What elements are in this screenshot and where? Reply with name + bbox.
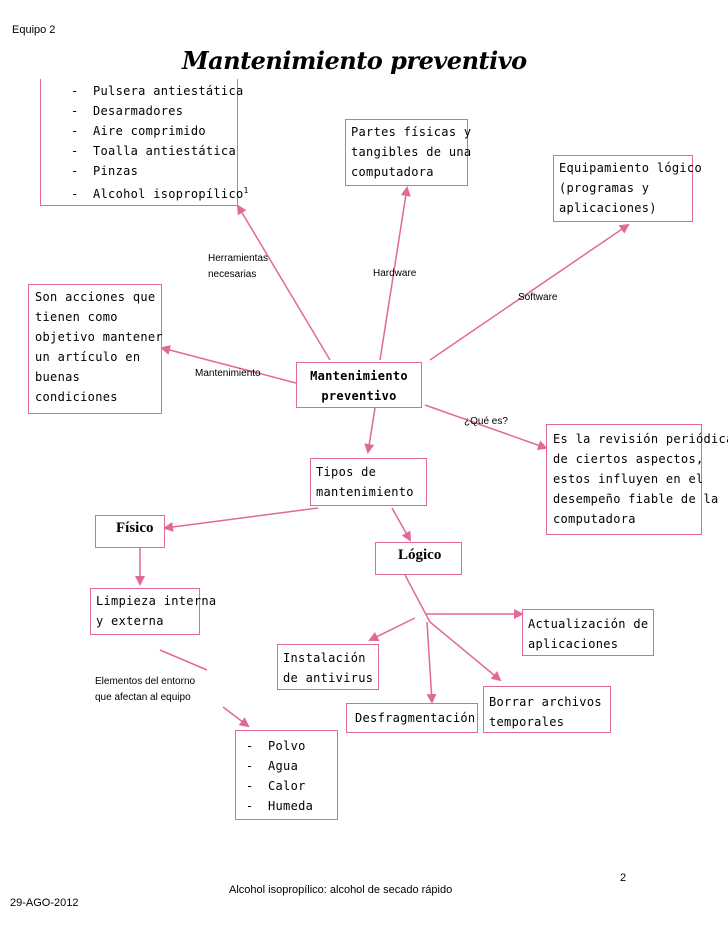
arrow-to-software bbox=[429, 223, 630, 361]
hardware-box: Partes físicas y tangibles de una comput… bbox=[345, 119, 471, 186]
arrow-to-hardware bbox=[379, 186, 411, 361]
central-topic-box: Mantenimiento preventivo bbox=[296, 362, 422, 408]
env-item: -Agua bbox=[246, 759, 299, 773]
definition-box: Son acciones que tienen como objetivo ma… bbox=[28, 284, 163, 414]
tools-item: -Desarmadores bbox=[71, 104, 184, 118]
label-hardware: Hardware bbox=[373, 268, 417, 279]
fisico-box: Físico bbox=[95, 515, 165, 548]
desfragmentacion-box: Desfragmentación bbox=[346, 703, 478, 733]
limpieza-to-elementos bbox=[159, 649, 208, 671]
arrow-to-env-items bbox=[222, 706, 250, 728]
arrow-to-logico bbox=[391, 507, 411, 542]
tools-item: -Aire comprimido bbox=[71, 124, 206, 138]
date-label: 29-AGO-2012 bbox=[10, 897, 79, 909]
tools-item: -Toalla antiestática bbox=[71, 144, 236, 158]
footnote-mark: 1 bbox=[243, 186, 249, 195]
tools-item: -Alcohol isopropílico1 bbox=[71, 186, 249, 201]
what-is-box: Es la revisión periódica de ciertos aspe… bbox=[546, 424, 728, 535]
env-items-box: -Polvo -Agua -Calor -Humeda bbox=[235, 730, 338, 820]
tools-item: -Pinzas bbox=[71, 164, 139, 178]
antivirus-box: Instalación de antivirus bbox=[277, 644, 379, 690]
arrow-to-fisico bbox=[163, 507, 319, 532]
page-number: 2 bbox=[620, 872, 627, 884]
label-herramientas: Herramientas necesarias bbox=[208, 253, 269, 280]
arrow-to-definition bbox=[160, 345, 297, 384]
page-title: Mantenimiento preventivo bbox=[182, 46, 527, 75]
label-software: Software bbox=[518, 292, 558, 303]
limpieza-box: Limpieza interna y externa bbox=[90, 588, 216, 635]
label-que-es: ¿Qué es? bbox=[464, 416, 508, 427]
arrow-to-types bbox=[364, 407, 376, 454]
footnote-text: Alcohol isopropílico: alcohol de secado … bbox=[229, 884, 453, 896]
logico-box: Lógico bbox=[375, 542, 462, 575]
arrow-to-what-is bbox=[424, 404, 548, 451]
tools-item: -Pulsera antiestática bbox=[71, 84, 244, 98]
env-item: -Calor bbox=[246, 779, 306, 793]
label-elementos: Elementos del entorno que afectan al equ… bbox=[95, 676, 196, 703]
env-item: -Humeda bbox=[246, 799, 314, 813]
label-mantenimiento: Mantenimiento bbox=[195, 368, 261, 379]
arrow-to-borrar bbox=[429, 621, 502, 682]
types-box: Tipos de mantenimiento bbox=[310, 458, 427, 506]
env-item: -Polvo bbox=[246, 739, 306, 753]
software-box: Equipamiento lógico (programas y aplicac… bbox=[553, 155, 702, 222]
logico-branch bbox=[404, 574, 431, 623]
arrow-to-tools bbox=[236, 204, 331, 361]
team-label: Equipo 2 bbox=[12, 24, 56, 36]
arrow-to-desfrag bbox=[426, 621, 437, 704]
borrar-box: Borrar archivos temporales bbox=[483, 686, 611, 733]
tools-box: -Pulsera antiestática -Desarmadores -Air… bbox=[40, 79, 249, 206]
actualizacion-box: Actualización de aplicaciones bbox=[522, 609, 654, 656]
arrow-to-antivirus bbox=[368, 617, 416, 641]
